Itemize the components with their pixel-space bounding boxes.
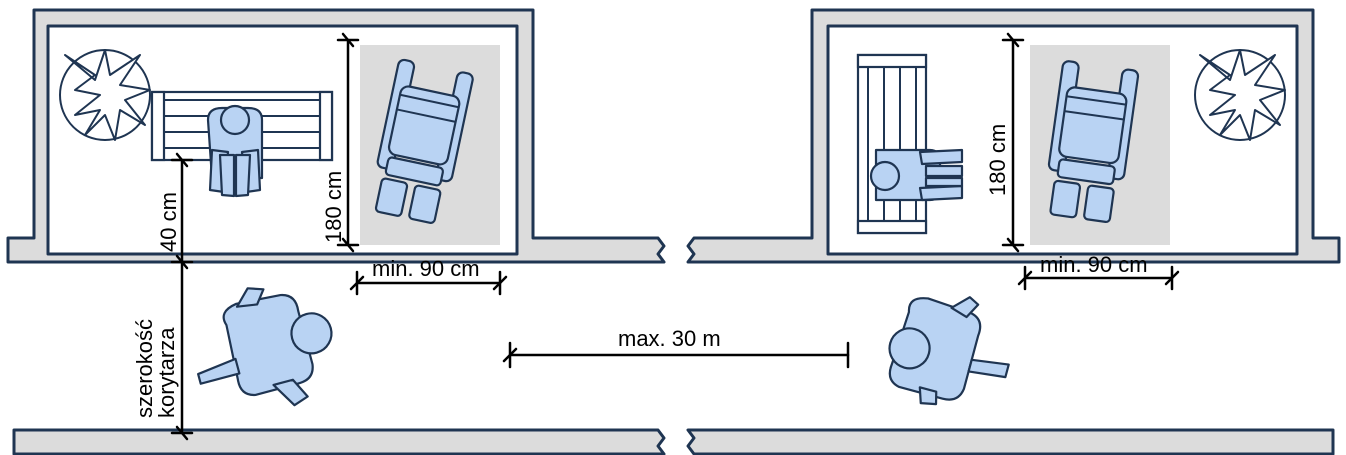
corridor-dimension	[170, 152, 194, 441]
corridor-width-label-line2: korytarza	[154, 327, 179, 418]
left-depth-dimension	[336, 32, 360, 253]
plant-icon	[59, 49, 151, 141]
right-depth-label: 180 cm	[985, 124, 1010, 196]
left-width-dimension	[349, 270, 508, 296]
corridor-width-label-line1: szerokość	[132, 319, 157, 418]
corridor-wall-right	[686, 428, 1335, 455]
sitting-person-icon	[869, 148, 964, 202]
bench-offset-label: 40 cm	[156, 192, 181, 252]
corridor-wall-left	[12, 428, 666, 455]
right-depth-dimension	[1001, 32, 1025, 253]
right-width-label: min. 90 cm	[1040, 252, 1148, 277]
wheelchair-icon	[1047, 60, 1140, 224]
left-width-label: min. 90 cm	[372, 256, 480, 281]
spacing-label: max. 30 m	[618, 326, 721, 351]
left-alcove-wall	[6, 8, 666, 264]
plant-icon	[1194, 49, 1286, 141]
sitting-person-icon	[206, 104, 264, 198]
person-icon	[197, 287, 333, 407]
bench-icon	[856, 53, 928, 235]
right-width-dimension	[1017, 265, 1180, 291]
left-depth-label: 180 cm	[321, 171, 346, 243]
person-icon	[888, 296, 1010, 406]
wheelchair-icon	[374, 58, 474, 224]
spacing-dimension	[502, 341, 850, 369]
right-alcove-wall	[686, 8, 1341, 264]
